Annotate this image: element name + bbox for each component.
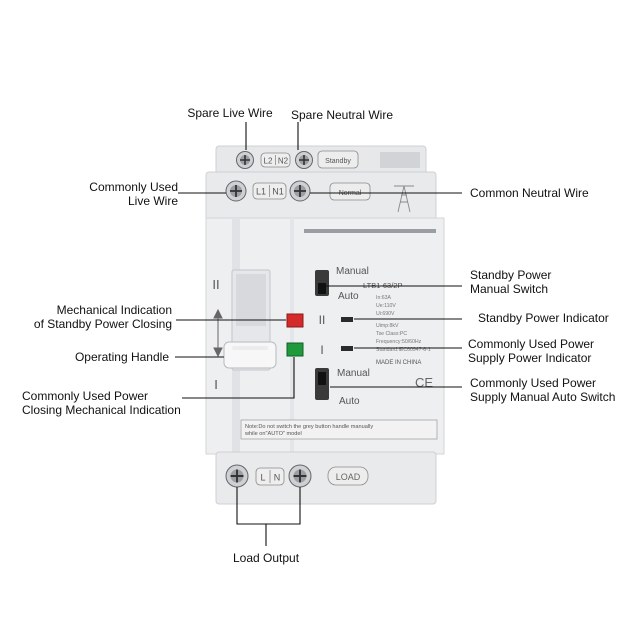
label-line: Closing Mechanical Indication: [22, 403, 181, 417]
terminal-label-top: L2 N2: [260, 152, 291, 168]
terminal-label-bottom: L N: [255, 467, 285, 486]
note-line-2: while on"AUTO" model: [244, 431, 302, 437]
label-line: Supply Power Indicator: [468, 351, 592, 365]
label-common-neutral-wire-text: Common Neutral Wire: [470, 186, 589, 200]
auto-label-top: Auto: [338, 291, 359, 302]
spec-line: Frequency:50/60Hz: [376, 339, 422, 345]
common-closing-indicator: [286, 342, 304, 357]
roman-one-center: I: [320, 343, 323, 357]
device-body: II I II I Manual Auto LTB1-63/2P In:63A …: [205, 217, 445, 455]
spec-line: Uimp:8kV: [376, 323, 399, 329]
standby-tag: [317, 150, 359, 169]
double-arrow-icon: [213, 308, 223, 358]
label-line: Commonly Used Power: [470, 376, 597, 390]
leader-load-bracket: [236, 487, 301, 525]
screw-icon: [289, 180, 311, 202]
roman-one-left: I: [214, 377, 218, 392]
ce-mark: CE: [415, 375, 433, 390]
label-spare-live-wire-text: Spare Live Wire: [187, 106, 273, 120]
label-load-output-text: Load Output: [232, 551, 300, 565]
load-terminal-block: LOAD: [215, 451, 437, 505]
label-load-output: Load Output: [216, 551, 316, 565]
label-standby-power-indicator: Standby Power Indicator: [478, 311, 638, 325]
manual-label-bottom: Manual: [337, 368, 370, 379]
terminal-label-mid: L1 N1: [252, 182, 287, 200]
screw-icon: [225, 180, 247, 202]
made-in-text: MADE IN CHINA: [376, 360, 421, 366]
roman-two-left: II: [212, 277, 219, 292]
terminal-label: N1: [272, 187, 284, 197]
label-standby-power-indicator-text: Standby Power Indicator: [478, 311, 609, 325]
label-operating-handle-text: Operating Handle: [74, 350, 169, 364]
spec-line: Tse Class:PC: [376, 331, 407, 337]
screw-icon: [295, 151, 313, 169]
label-line: of Standby Power Closing: [33, 317, 172, 331]
label-line: Commonly Used Power: [468, 337, 595, 351]
top-ridge: [304, 229, 436, 233]
spec-line: Ui:690V: [376, 311, 395, 317]
label-line: Mechanical Indication: [56, 303, 172, 317]
screw-icon: [236, 151, 254, 169]
label-line: Commonly Used: [89, 180, 178, 194]
operating-handle[interactable]: [223, 341, 277, 369]
label-line: Commonly Used Power: [22, 389, 149, 403]
terminal-label: N: [274, 473, 281, 483]
leader-lines: [175, 122, 462, 546]
manual-label-top: Manual: [336, 266, 369, 277]
load-tag: [327, 466, 369, 486]
spec-line: Standard:IEC60947-6-1: [376, 347, 431, 353]
label-common-neutral-wire: Common Neutral Wire: [470, 186, 630, 200]
spec-line: In:63A: [376, 295, 392, 301]
label-line: Live Wire: [127, 194, 178, 208]
terminal-label: N2: [278, 157, 289, 166]
label-line: Standby Power: [470, 268, 552, 282]
label-operating-handle: Operating Handle: [52, 350, 169, 364]
terminal-label: L: [260, 473, 265, 483]
screw-icon: [288, 464, 312, 488]
terminal-label: L2: [264, 157, 273, 166]
label-spare-neutral-wire-text: Spare Neutral Wire: [290, 108, 394, 122]
label-spare-live-wire: Spare Live Wire: [178, 106, 282, 120]
normal-tag: [329, 182, 371, 201]
standby-power-lamp: [341, 317, 353, 322]
note-line-1: Note:Do not switch the grey button handl…: [245, 424, 373, 430]
screw-icon: [225, 464, 249, 488]
standby-closing-indicator: [286, 313, 304, 328]
label-line: Manual Switch: [470, 282, 549, 296]
roman-two-center: II: [319, 313, 326, 327]
label-line: Supply Manual Auto Switch: [470, 390, 616, 404]
auto-label-bottom: Auto: [339, 396, 360, 407]
label-spare-neutral-wire: Spare Neutral Wire: [281, 108, 403, 122]
common-power-lamp: [341, 346, 353, 351]
warning-note-box: [240, 419, 438, 440]
brand-logo-small: [380, 152, 420, 168]
spec-list: In:63A Ue:110V Ui:690V Uimp:8kV Tse Clas…: [376, 295, 431, 353]
terminal-label: L1: [256, 187, 266, 197]
load-tag-text: LOAD: [336, 472, 361, 482]
tower-logo-icon: [394, 185, 414, 213]
terminal-screws: [225, 151, 313, 488]
leader-common-mechanical: [182, 357, 295, 399]
standby-tag-text: Standby: [325, 158, 351, 165]
spec-line: Ue:110V: [376, 303, 396, 309]
